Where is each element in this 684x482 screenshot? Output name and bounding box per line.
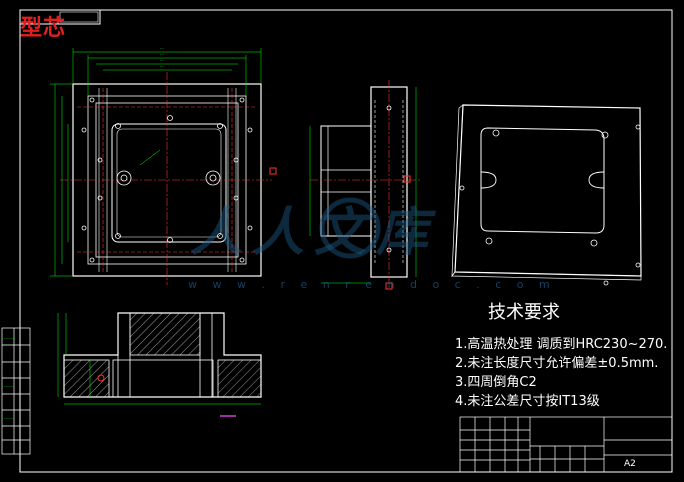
svg-text:···: ··· [160,46,164,51]
plan-view: ············ [50,46,277,285]
tech-req-item-4: 4.未注公差尺寸按IT13级 [455,394,600,409]
tech-req-title: 技术要求 [488,302,560,323]
svg-text:······: ······ [4,384,14,390]
isometric-view [451,104,642,286]
svg-text:······: ······ [4,416,14,422]
iso-top-face [454,104,642,277]
svg-text:···: ··· [160,64,164,69]
svg-text:···: ··· [160,58,164,63]
drawing-border [19,9,673,473]
watermark-url: w w w . r e n r e n d o c . c o m [188,278,556,291]
tech-req-item-2: 2.未注长度尺寸允许偏差±0.5mm. [455,356,659,371]
svg-text:···: ··· [160,52,164,57]
section-view [57,312,262,417]
title-tag-box [19,9,101,25]
side-view [309,80,420,290]
svg-text:·······: ······· [4,336,16,342]
iso-cavity [480,127,605,234]
tech-req-item-1: 1.高温热处理 调质到HRC230~270. [455,337,668,352]
sheet-size: A2 [624,459,636,469]
title-block [459,416,673,473]
watermark-circle [319,197,381,259]
drawing-title: 型芯 [20,15,67,41]
left-margin-strip [1,327,31,455]
watermark-brand: 人人文库 [190,202,439,263]
tech-req-item-3: 3.四周倒角C2 [455,375,537,390]
title-tag-inner [59,11,99,23]
